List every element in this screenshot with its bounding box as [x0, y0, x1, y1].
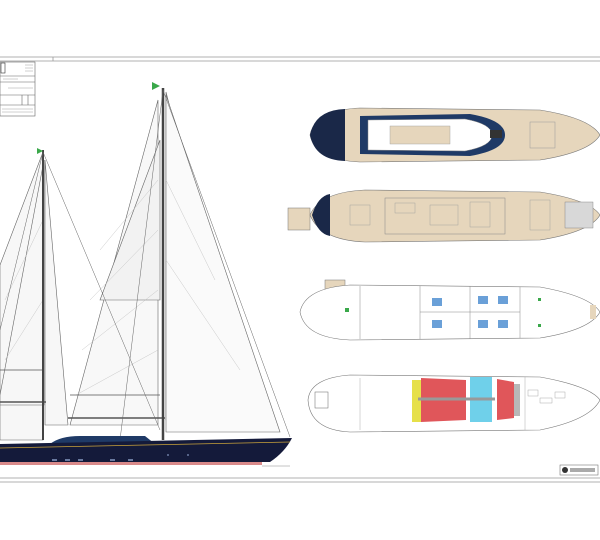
main-sails — [69, 91, 281, 433]
tank-yellow — [412, 380, 421, 422]
sail-plan-profile — [0, 82, 292, 467]
tank-red-2 — [497, 379, 514, 420]
mizzen-sails — [0, 151, 69, 441]
tank-deck-plan — [307, 374, 600, 433]
main-deck-plan — [287, 189, 600, 243]
sun-deck-plan — [309, 107, 600, 163]
lower-deck-plan — [299, 279, 600, 341]
title-block — [0, 61, 36, 117]
flag-icon — [152, 82, 160, 90]
flag-icon — [37, 148, 43, 154]
hull — [0, 438, 292, 462]
drawing-frame — [0, 56, 600, 483]
tank-grey — [514, 384, 520, 416]
antifouling — [0, 462, 262, 465]
designer-logo — [559, 464, 599, 476]
